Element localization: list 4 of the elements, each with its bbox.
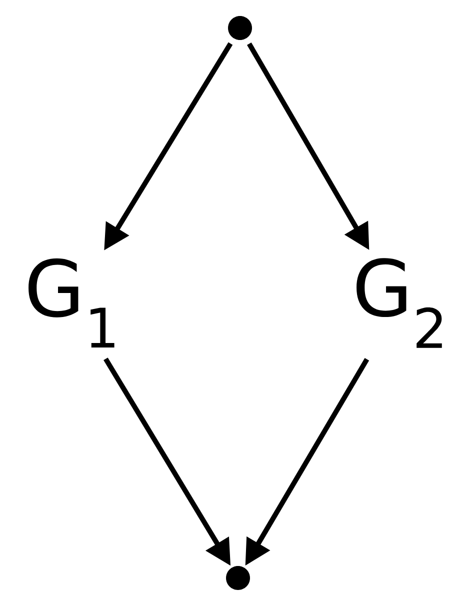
dot (226, 566, 250, 590)
dot (228, 16, 252, 40)
node-label: G$_{1}$ (28, 258, 114, 348)
node-label: G$_{2}$ (356, 258, 442, 348)
